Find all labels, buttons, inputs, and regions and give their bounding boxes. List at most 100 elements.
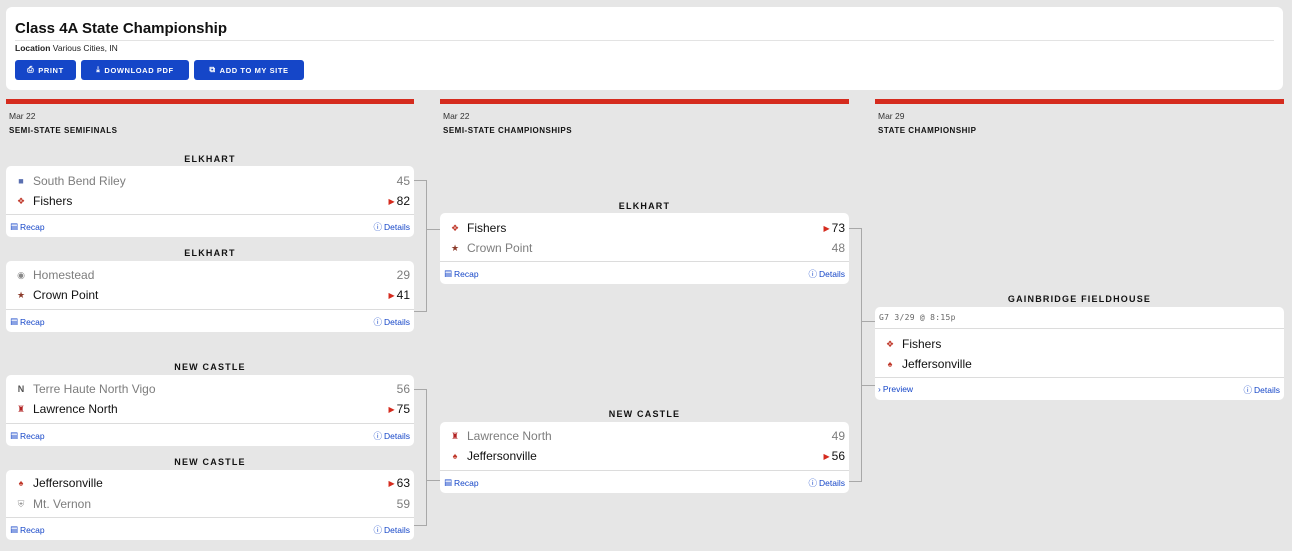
info-icon: ⓘ [808,269,818,279]
game-divider [875,328,1284,329]
round-3-bar [875,99,1284,104]
team-row[interactable]: ♜ Lawrence North ▶75 [6,399,414,419]
team-row[interactable]: ♠ Jeffersonville [875,354,1284,374]
recap-link[interactable]: ▤Recap [444,268,479,279]
location-label: Location [15,43,51,53]
team-logo-icon: N [17,384,25,394]
team-row[interactable]: ♠ Jeffersonville ▶56 [440,446,849,466]
recap-link[interactable]: ▤Recap [10,316,45,327]
round-1-name: SEMI-STATE SEMIFINALS [9,126,118,135]
team-row[interactable]: ★ Crown Point ▶41 [6,285,414,305]
info-icon: ⓘ [373,317,383,327]
team-row[interactable]: ⛨ Mt. Vernon 59 [6,494,414,514]
team-row[interactable]: ■ South Bend Riley 45 [6,171,414,191]
bracket-connector [862,321,875,322]
team-score: 49 [831,429,845,443]
team-logo-icon: ♠ [452,451,458,461]
print-button-label: PRINT [38,65,64,75]
bracket-connector [849,228,862,482]
game-1-card: ■ South Bend Riley 45 ❖ Fishers ▶82 ▤Rec… [6,166,414,237]
team-name: Jeffersonville [33,476,103,490]
location-line: Location Various Cities, IN [15,43,118,53]
game-3-location: NEW CASTLE [174,362,246,372]
recap-link[interactable]: ▤Recap [10,221,45,232]
bracket-connector [414,180,427,312]
team-score: 73 [831,221,845,235]
team-logo-icon: ♠ [18,478,24,488]
header-card: Class 4A State Championship Location Var… [6,7,1283,90]
game-2-location: ELKHART [184,248,236,258]
team-score: 82 [396,194,410,208]
team-logo-icon: ♠ [887,359,893,369]
game-7-location: GAINBRIDGE FIELDHOUSE [1007,294,1152,304]
add-to-my-site-button[interactable]: ⧉ ADD TO MY SITE [194,60,304,80]
bracket-connector [427,229,440,230]
game-6-location: NEW CASTLE [608,409,681,419]
location-value: Various Cities, IN [52,43,118,53]
page-title: Class 4A State Championship [15,20,227,37]
round-3-name: STATE CHAMPIONSHIP [878,126,977,135]
bar-chart-icon: ▤ [444,477,453,487]
recap-link[interactable]: ▤Recap [10,524,45,535]
team-logo-icon: ❖ [450,222,460,233]
team-row[interactable]: ♠ Jeffersonville ▶63 [6,473,414,493]
team-logo-icon: ♜ [450,430,460,441]
team-name: Crown Point [467,241,533,255]
team-name: Jeffersonville [467,449,537,463]
bracket-connector [862,385,875,386]
team-row[interactable]: ❖ Fishers ▶73 [440,218,849,238]
team-row[interactable]: ❖ Fishers ▶82 [6,191,414,211]
team-row[interactable]: ★ Crown Point 48 [440,238,849,258]
preview-link[interactable]: ›Preview [878,384,914,394]
download-pdf-button[interactable]: ⤓ DOWNLOAD PDF [81,60,189,80]
team-row[interactable]: ❖ Fishers [875,334,1284,354]
print-button[interactable]: ⎙ PRINT [15,60,76,80]
team-name: Lawrence North [467,429,552,443]
team-score: 41 [396,288,410,302]
recap-link[interactable]: ▤Recap [444,477,479,488]
team-score: 63 [396,476,410,490]
round-1-bar [6,99,414,104]
game-divider [440,470,849,471]
team-logo-icon: ★ [16,289,26,300]
game-time: G7 3/29 @ 8:15p [879,313,956,322]
game-7-card: G7 3/29 @ 8:15p ❖ Fishers ♠ Jeffersonvil… [875,307,1284,400]
team-name: Lawrence North [33,402,118,416]
game-2-card: ◉ Homestead 29 ★ Crown Point ▶41 ▤Recap … [6,261,414,332]
team-name: Jeffersonville [902,357,972,371]
bar-chart-icon: ▤ [444,268,453,278]
game-1-location: ELKHART [184,154,236,164]
winner-arrow-icon: ▶ [823,451,830,461]
info-icon: ⓘ [373,222,383,232]
team-row[interactable]: ♜ Lawrence North 49 [440,426,849,446]
info-icon: ⓘ [373,525,383,535]
team-name: Homestead [33,268,95,282]
team-logo-icon: ⛨ [17,498,25,509]
round-2-date: Mar 22 [443,111,470,121]
team-score: 45 [396,174,410,188]
recap-link[interactable]: ▤Recap [10,430,45,441]
team-name: Fishers [902,337,942,351]
game-divider [875,377,1284,378]
bar-chart-icon: ▤ [10,221,19,231]
team-name: Terre Haute North Vigo [33,382,156,396]
game-divider [6,423,414,424]
team-row[interactable]: N Terre Haute North Vigo 56 [6,379,414,399]
download-icon: ⤓ [96,65,101,74]
game-divider [6,517,414,518]
round-3-date: Mar 29 [878,111,905,121]
team-row[interactable]: ◉ Homestead 29 [6,265,414,285]
winner-arrow-icon: ▶ [823,223,830,233]
game-4-card: ♠ Jeffersonville ▶63 ⛨ Mt. Vernon 59 ▤Re… [6,470,414,540]
bar-chart-icon: ▤ [10,316,19,326]
team-score: 75 [396,402,410,416]
team-name: Crown Point [33,288,99,302]
team-name: Mt. Vernon [33,497,92,511]
